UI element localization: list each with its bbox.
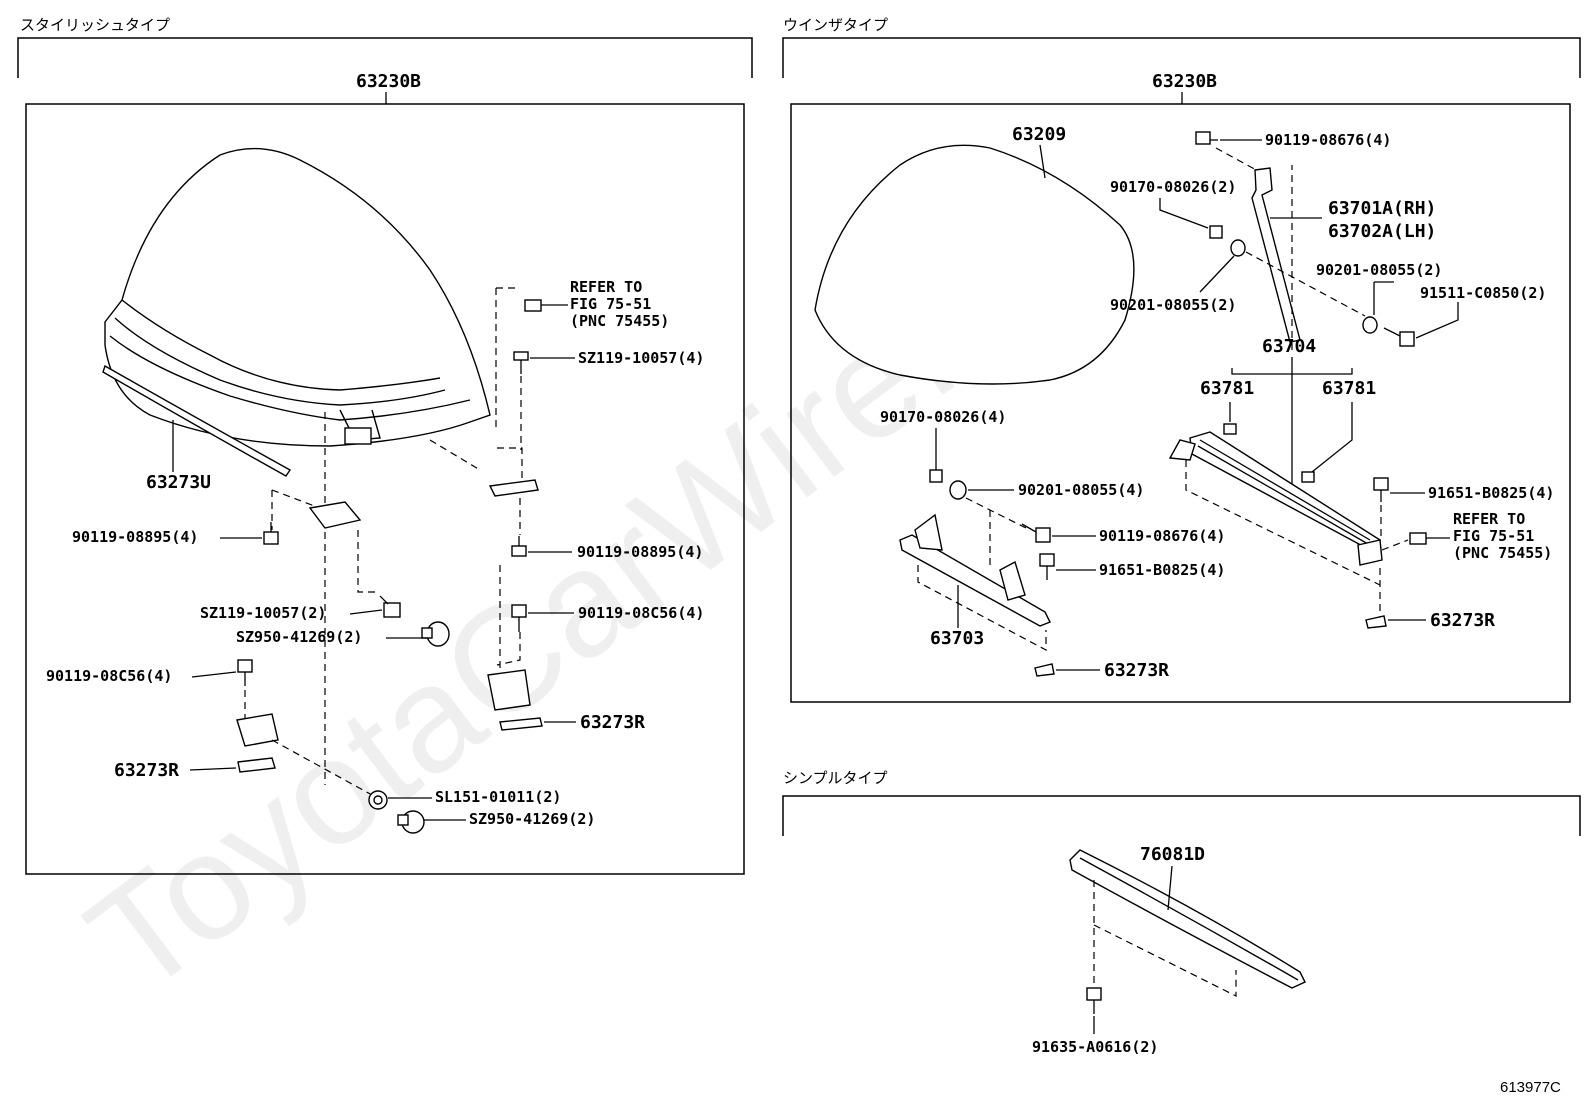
bolt-icon: [263, 522, 279, 545]
callout-63702a: 63702A(LH): [1328, 221, 1436, 242]
nut-icon: [1209, 225, 1223, 239]
callout-63704: 63704: [1262, 336, 1316, 357]
section-heading-simple: シンプルタイプ: [783, 769, 888, 787]
clip-icon: [397, 810, 425, 834]
washer-icon: [1362, 316, 1378, 334]
callout-08676-mid: 90119-08676(4): [1099, 527, 1225, 545]
callout-91651-mid: 91651-B0825(4): [1099, 561, 1225, 579]
bolt-icon: [237, 659, 253, 686]
bolt-icon: [511, 536, 527, 557]
callout-63703: 63703: [930, 628, 984, 649]
pad-63273r-winza-bottom: [1034, 663, 1055, 677]
callout-sz950-bottom: SZ950-41269(2): [469, 810, 595, 828]
callout-91651-right: 91651-B0825(4): [1428, 484, 1554, 502]
callout-63273r-left-stylish: 63273R: [114, 760, 179, 781]
bolt-icon: [1195, 131, 1218, 145]
section-bracket-winza: [782, 37, 1581, 78]
callout-63273r-right-winza: 63273R: [1430, 610, 1495, 631]
callout-63781-left: 63781: [1200, 378, 1254, 399]
bolt-icon: [1039, 553, 1055, 580]
assembly-box-stylish: [25, 103, 745, 875]
callout-63273r-right-stylish: 63273R: [580, 712, 645, 733]
section-stylish: スタイリッシュタイプ 63230B REFER TO FIG 75-51 (PN…: [17, 16, 753, 875]
refer-to-line3-winza: (PNC 75455): [1453, 544, 1552, 562]
spacer-63781-right: [1301, 471, 1315, 483]
bolt-icon: [1086, 987, 1102, 1014]
callout-91511: 91511-C0850(2): [1420, 284, 1546, 302]
pad-63273r-left: [237, 757, 276, 773]
nut-icon: [929, 469, 943, 483]
assembly-label-winza: 63230B: [1152, 71, 1217, 92]
refer-to-line3-stylish: (PNC 75455): [570, 312, 669, 330]
section-heading-winza: ウインザタイプ: [783, 16, 888, 34]
callout-sz119-mid: SZ119-10057(2): [200, 604, 326, 622]
callout-sl151: SL151-01011(2): [435, 788, 561, 806]
callout-76081d: 76081D: [1140, 844, 1205, 865]
section-heading-stylish: スタイリッシュタイプ: [20, 16, 170, 34]
figure-number: 613977C: [1500, 1079, 1561, 1096]
section-winza: ウインザタイプ 63230B 63209 90119-08676(4) 6370…: [782, 16, 1581, 703]
section-simple: シンプルタイプ 76081D 91635-A0616(2): [782, 769, 1581, 1056]
bracket-right-lower: [487, 669, 531, 711]
callout-63273r-bottom-winza: 63273R: [1104, 660, 1169, 681]
strip-76081d-part: [1069, 849, 1306, 989]
bolt-icon: [1021, 523, 1051, 543]
section-bracket-stylish: [17, 37, 753, 78]
callout-08026-mid: 90170-08026(4): [880, 408, 1006, 426]
callout-08055-mid: 90201-08055(4): [1018, 481, 1144, 499]
rail-63703-part: [899, 534, 1051, 627]
bolt-icon: [379, 595, 401, 618]
callout-63701a: 63701A(RH): [1328, 198, 1436, 219]
nut-icon: [368, 790, 388, 810]
bolt-icon: [1373, 477, 1389, 502]
bracket-left-upper: [308, 501, 362, 529]
callout-08055-left: 90201-08055(2): [1110, 296, 1236, 314]
washer-icon: [1230, 239, 1246, 257]
callout-63781-right: 63781: [1322, 378, 1376, 399]
arm-63701a-part: [1251, 167, 1301, 343]
bolt-icon: [513, 351, 529, 374]
callout-08c56-right: 90119-08C56(4): [578, 604, 704, 622]
washer-icon: [949, 480, 967, 500]
callout-sz119-top: SZ119-10057(4): [578, 349, 704, 367]
refer-to-line2-winza: FIG 75-51: [1453, 527, 1534, 545]
callout-sz950-mid: SZ950-41269(2): [236, 628, 362, 646]
pad-63273r-winza-right: [1365, 615, 1387, 629]
clip-icon: [421, 621, 450, 647]
callout-63273u: 63273U: [146, 472, 211, 493]
spoiler-63209-part: [814, 144, 1135, 385]
refer-to-line1-winza: REFER TO: [1453, 510, 1525, 528]
callout-08676-top: 90119-08676(4): [1265, 131, 1391, 149]
strip-63273u-part: [102, 364, 292, 477]
spacer-63781-left: [1223, 423, 1237, 435]
assembly-label-stylish: 63230B: [356, 71, 421, 92]
callout-08c56-left: 90119-08C56(4): [46, 667, 172, 685]
callout-08895-left: 90119-08895(4): [72, 528, 198, 546]
section-bracket-simple: [782, 795, 1581, 836]
callout-08895-right: 90119-08895(4): [577, 543, 703, 561]
pad-63273r-right: [499, 717, 543, 731]
bracket-left-lower: [236, 713, 279, 747]
callout-91635: 91635-A0616(2): [1032, 1038, 1158, 1056]
bracket-right-upper: [488, 479, 539, 497]
callout-08055-right: 90201-08055(2): [1316, 261, 1442, 279]
bolt-icon: [1383, 327, 1415, 347]
callout-63209: 63209: [1012, 124, 1066, 145]
assembly-box-winza: [790, 103, 1571, 703]
callout-08026-top: 90170-08026(2): [1110, 178, 1236, 196]
bolt-icon: [511, 604, 527, 632]
spoiler-cover-part: [104, 147, 491, 447]
refer-to-line1-stylish: REFER TO: [570, 278, 642, 296]
refer-to-line2-stylish: FIG 75-51: [570, 295, 651, 313]
